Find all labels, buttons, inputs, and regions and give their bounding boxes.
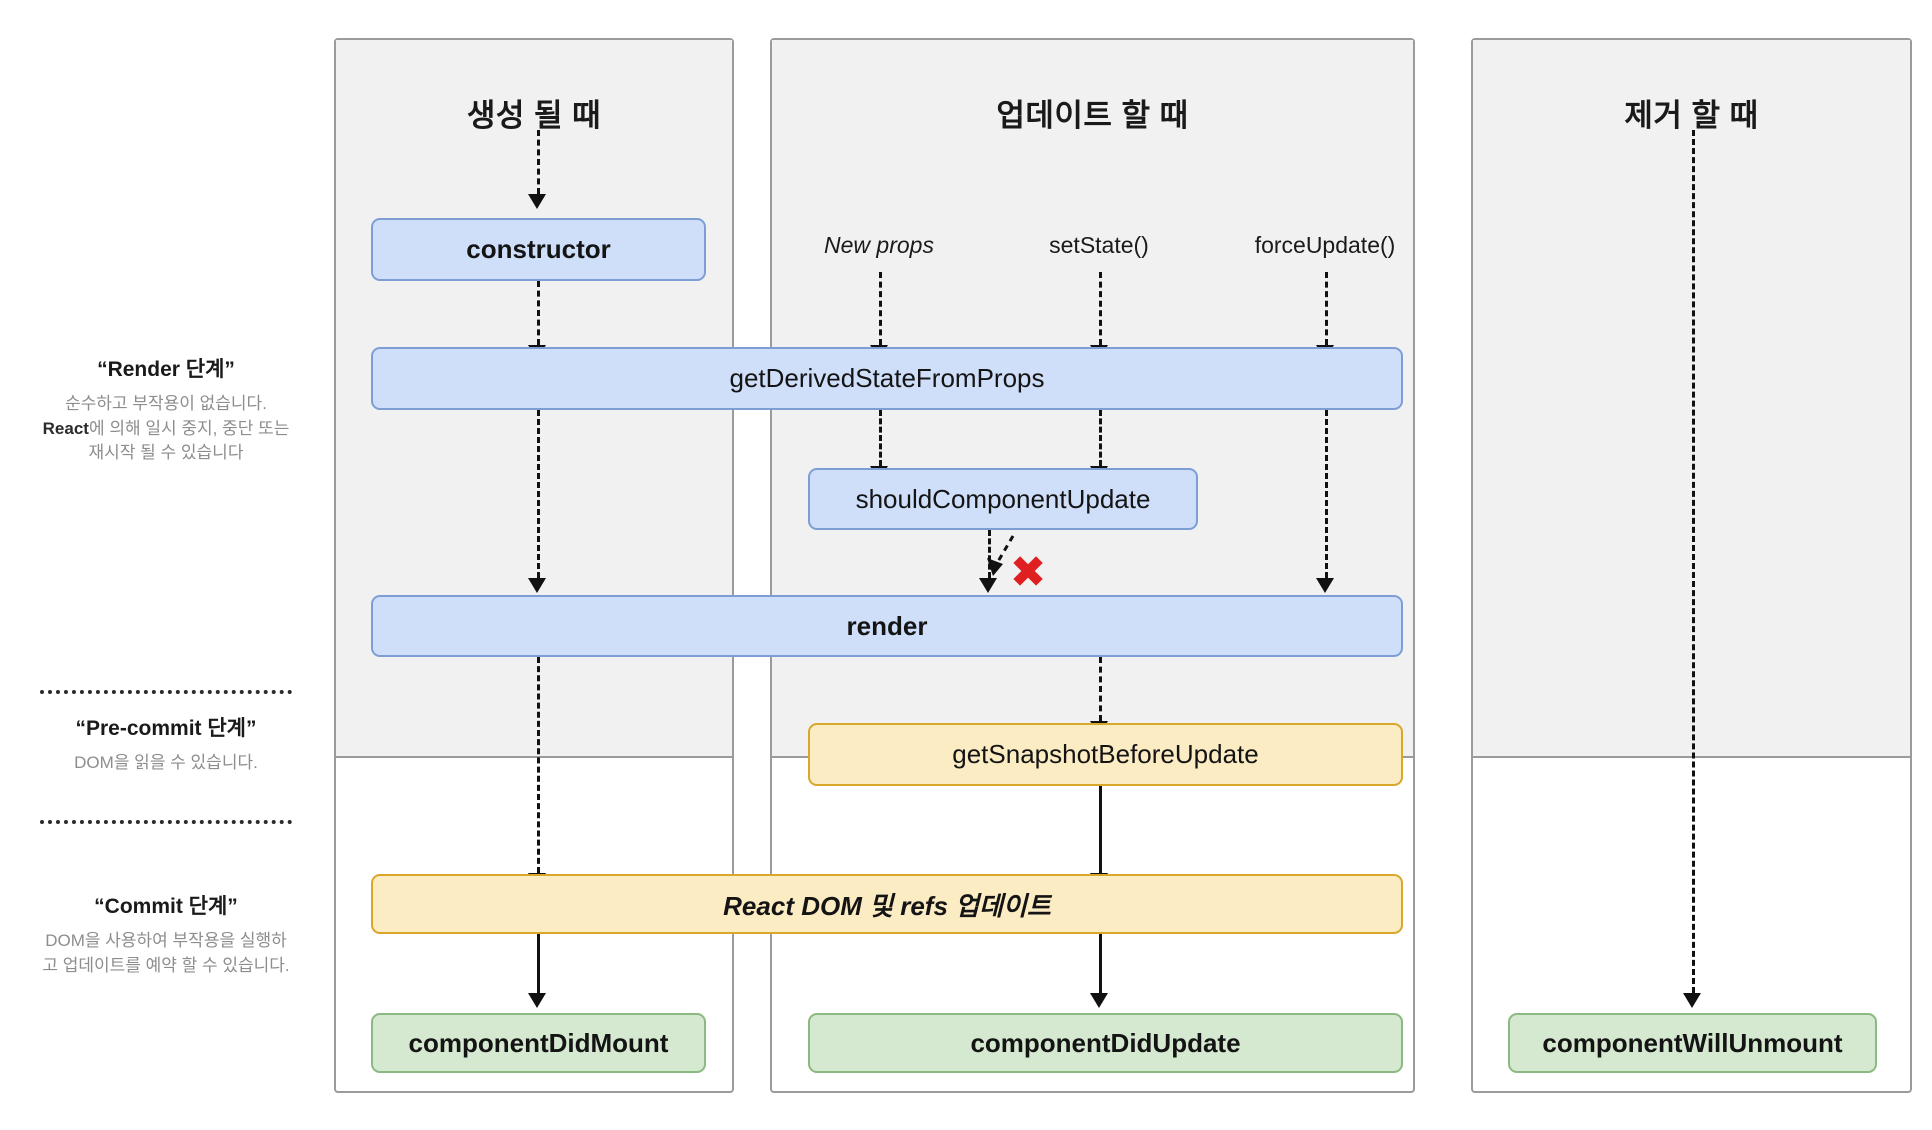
- trigger-label-set-state: setState(): [1049, 232, 1149, 258]
- phase-title-commit: “Commit 단계”: [94, 895, 238, 918]
- arrowhead-scu-render: [979, 578, 997, 593]
- phase-label-render: “Render 단계” 순수하고 부작용이 없습니다. React에 의해 일시…: [40, 353, 292, 466]
- connector-render-to-reactdom-mount: [537, 657, 540, 873]
- column-title-unmounting: 제거 할 때: [1624, 98, 1759, 133]
- node-component-did-update[interactable]: componentDidUpdate: [808, 1013, 1403, 1073]
- phase-desc-pre-commit: DOM을 읽을 수 있습니다.: [74, 753, 258, 772]
- connector-gdsfp-to-render-mount: [537, 410, 540, 578]
- connector-mount-to-constructor: [537, 130, 540, 194]
- connector-forceupdate-to-gdsfp: [1325, 272, 1328, 345]
- column-panel-unmounting: 제거 할 때: [1471, 38, 1912, 1093]
- node-component-will-unmount[interactable]: componentWillUnmount: [1508, 1013, 1877, 1073]
- phase-divider-top: [40, 690, 292, 694]
- phase-desc-render: 순수하고 부작용이 없습니다. React에 의해 일시 중지, 중단 또는 재…: [42, 394, 290, 463]
- arrowhead-forceupdate-render: [1316, 578, 1334, 593]
- arrowhead-mount-render: [528, 578, 546, 593]
- phase-desc-commit: DOM을 사용하여 부작용을 실행하고 업데이트를 예약 할 수 있습니다.: [42, 931, 290, 975]
- phase-label-commit: “Commit 단계” DOM을 사용하여 부작용을 실행하고 업데이트를 예약…: [40, 890, 292, 978]
- connector-forceupdate-bypass-to-render: [1325, 410, 1328, 578]
- connector-render-to-gsbu: [1099, 657, 1102, 721]
- connector-gsbu-to-reactdom: [1099, 786, 1102, 873]
- arrowhead-mount-constructor: [528, 194, 546, 209]
- node-constructor[interactable]: constructor: [371, 218, 706, 281]
- connector-newprops-to-gdsfp: [879, 272, 882, 345]
- node-react-dom-refs-update[interactable]: React DOM 및 refs 업데이트: [371, 874, 1403, 934]
- node-get-snapshot-before-update[interactable]: getSnapshotBeforeUpdate: [808, 723, 1403, 786]
- node-component-did-mount[interactable]: componentDidMount: [371, 1013, 706, 1073]
- trigger-label-new-props: New props: [824, 232, 934, 258]
- skip-render-x-icon: ✖: [1009, 547, 1047, 598]
- connector-reactdom-to-cdm: [537, 934, 540, 993]
- trigger-label-force-update: forceUpdate(): [1254, 232, 1396, 258]
- connector-setstate-to-gdsfp: [1099, 272, 1102, 345]
- arrowhead-mount-cdm: [528, 993, 546, 1008]
- phase-label-pre-commit: “Pre-commit 단계” DOM을 읽을 수 있습니다.: [40, 712, 292, 776]
- node-get-derived-state-from-props[interactable]: getDerivedStateFromProps: [371, 347, 1403, 410]
- render-phase-background-unmounting: [1473, 40, 1910, 758]
- arrowhead-unmount-cwu: [1683, 993, 1701, 1008]
- column-panel-updating: 업데이트 할 때: [770, 38, 1415, 1093]
- node-should-component-update[interactable]: shouldComponentUpdate: [808, 468, 1198, 530]
- connector-constructor-to-gdsfp: [537, 281, 540, 345]
- phase-title-render: “Render 단계”: [97, 358, 235, 381]
- connector-scu-to-render: [988, 530, 991, 578]
- connector-unmount-to-cwu: [1692, 130, 1695, 993]
- node-render[interactable]: render: [371, 595, 1403, 657]
- connector-gdsfp-to-scu-right: [1099, 410, 1102, 466]
- connector-reactdom-to-cdu: [1099, 934, 1102, 993]
- phase-title-pre-commit: “Pre-commit 단계”: [75, 717, 257, 740]
- arrowhead-reactdom-cdu: [1090, 993, 1108, 1008]
- column-title-mounting: 생성 될 때: [466, 98, 602, 133]
- connector-gdsfp-to-scu-left: [879, 410, 882, 466]
- skip-render-arrow: [987, 535, 1015, 576]
- phase-divider-bottom: [40, 820, 292, 824]
- column-title-updating: 업데이트 할 때: [996, 98, 1189, 133]
